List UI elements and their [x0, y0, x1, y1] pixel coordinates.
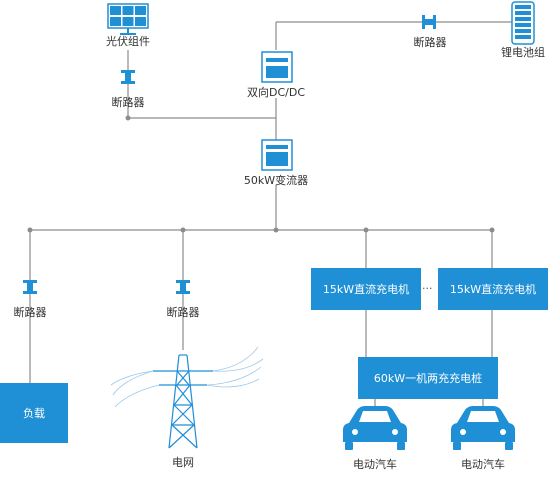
battery-label: 锂电池组	[501, 46, 545, 59]
ev-2-label: 电动汽车	[461, 458, 505, 471]
converter-icon	[261, 139, 293, 171]
car-icon	[451, 406, 515, 450]
grid-tower-icon	[110, 346, 264, 449]
dcdc-icon	[261, 51, 293, 83]
solar-panel-icon	[107, 3, 149, 35]
solar-label: 光伏组件	[106, 35, 150, 48]
breaker-load-label: 断路器	[13, 306, 47, 319]
car-icon	[343, 406, 407, 450]
grid-label: 电网	[172, 456, 194, 469]
charger-1-box: 15kW直流充电机	[311, 268, 421, 310]
breaker-solar-label: 断路器	[111, 96, 145, 109]
breaker-icon	[23, 70, 190, 294]
battery-icon	[511, 1, 535, 45]
breaker-battery-label: 断路器	[413, 36, 447, 49]
charger-2-box: 15kW直流充电机	[438, 268, 548, 310]
converter-label: 50kW变流器	[243, 174, 309, 187]
ev-1-label: 电动汽车	[353, 458, 397, 471]
breaker-icon	[422, 15, 436, 29]
load-box: 负载	[0, 383, 68, 443]
charger-ellipsis: ···	[422, 282, 433, 295]
dcdc-label: 双向DC/DC	[246, 86, 306, 99]
breaker-grid-label: 断路器	[166, 306, 200, 319]
pile-box: 60kW一机两充充电桩	[358, 357, 498, 399]
